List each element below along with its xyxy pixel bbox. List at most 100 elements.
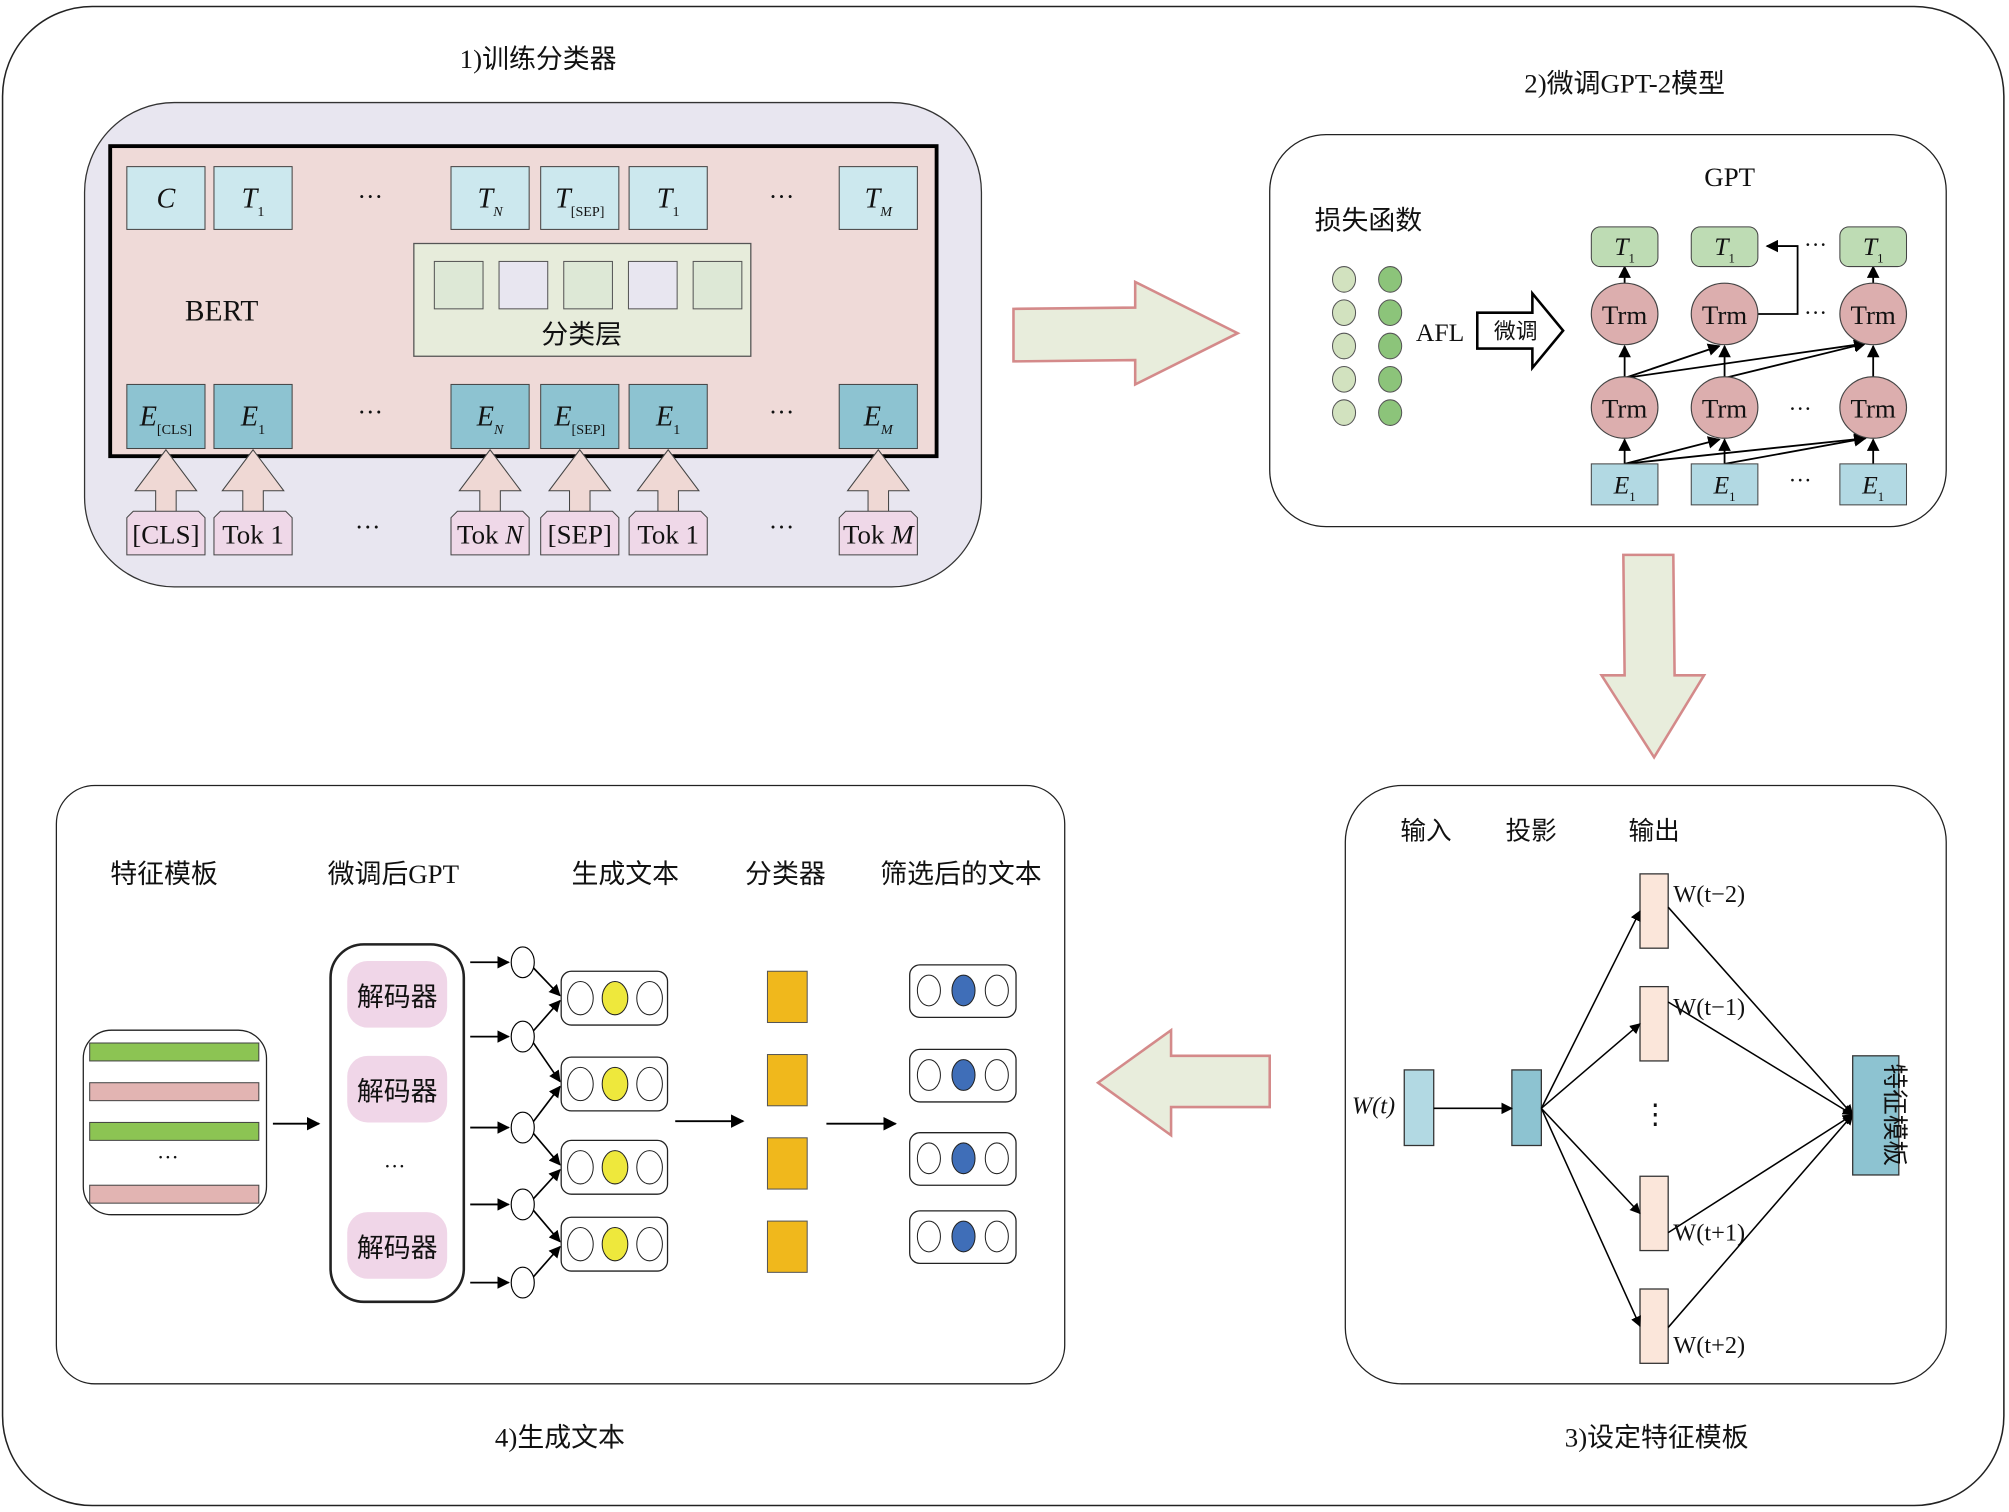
embedding-box bbox=[450, 383, 530, 450]
attention-edge bbox=[1724, 434, 1867, 465]
loss-dot-light bbox=[1331, 266, 1357, 293]
template-bar-green-2 bbox=[89, 1121, 260, 1141]
generated-text-network bbox=[470, 946, 669, 1299]
gpt-input-embedding-label-main: E bbox=[1613, 470, 1630, 499]
gpt-input-embedding-label-subscript: 1 bbox=[1729, 490, 1735, 504]
generated-token-highlight bbox=[601, 1226, 629, 1262]
embedding-label: E1 bbox=[240, 401, 265, 437]
context-output-vector bbox=[1639, 1288, 1669, 1364]
token-to-text-edge bbox=[531, 999, 561, 1034]
filtered-token bbox=[984, 974, 1009, 1007]
transformer-node bbox=[1690, 376, 1759, 439]
finetune-label: 微调 bbox=[1494, 319, 1538, 343]
context-output-label: W(t+2) bbox=[1673, 1332, 1745, 1359]
column-header: 微调后GPT bbox=[328, 859, 459, 889]
loss-dots bbox=[1331, 266, 1403, 426]
gpt-ellipsis: ··· bbox=[1789, 467, 1812, 493]
generated-token bbox=[636, 1066, 663, 1102]
output-token-label-subscript: N bbox=[492, 204, 504, 220]
flow-arrow-down bbox=[1599, 553, 1707, 760]
column-header: 特征模板 bbox=[110, 859, 218, 889]
embedding-box bbox=[838, 383, 918, 450]
projection-to-output-edge bbox=[1540, 1108, 1641, 1328]
input-token-label: Tok 1 bbox=[222, 519, 284, 549]
projection-to-output-edge bbox=[1540, 1023, 1641, 1109]
input-token-box bbox=[450, 510, 530, 556]
filtered-token-highlight bbox=[951, 1059, 976, 1091]
output-vertical-ellipsis: ⋮ bbox=[1641, 1100, 1669, 1131]
transformer-node bbox=[1839, 282, 1908, 346]
output-to-template-edge bbox=[1667, 1114, 1854, 1234]
context-output-vector bbox=[1639, 985, 1669, 1062]
embedding-box bbox=[540, 383, 620, 450]
context-output-label: W(t−1) bbox=[1673, 994, 1745, 1021]
embedding-label-main: E bbox=[476, 401, 494, 432]
output-token-box bbox=[838, 166, 918, 230]
sampled-token-node bbox=[510, 1188, 535, 1221]
classifier-unit bbox=[563, 260, 613, 310]
embedding-label: E1 bbox=[655, 401, 680, 437]
filtered-texts bbox=[909, 964, 1017, 1265]
gpt-label: GPT bbox=[1704, 162, 1755, 192]
token-to-text-edge bbox=[531, 1039, 561, 1083]
generated-token bbox=[636, 1150, 663, 1185]
gpt-input-embedding-box bbox=[1590, 463, 1659, 506]
generated-token bbox=[636, 1226, 663, 1262]
classifier-score-block bbox=[766, 1054, 808, 1107]
output-token-label: T1 bbox=[657, 184, 680, 220]
embedding-label: EM bbox=[863, 401, 894, 437]
embedding-label-main: E bbox=[863, 401, 881, 432]
input-token-box bbox=[540, 510, 620, 556]
gpt-output-token-label: T1 bbox=[1714, 232, 1735, 266]
generated-token-highlight bbox=[601, 1066, 629, 1102]
col-input-label: 输入 bbox=[1400, 816, 1451, 845]
gpt-ellipsis: ··· bbox=[1804, 299, 1827, 325]
output-token-label-main: T bbox=[478, 184, 496, 215]
token-row-ellipsis-1: ··· bbox=[355, 513, 381, 542]
gpt-output-token-label-main: T bbox=[1714, 232, 1730, 261]
output-token-box bbox=[450, 166, 530, 230]
transformer-node bbox=[1839, 376, 1908, 439]
input-token-label: Tok 1 bbox=[637, 519, 699, 549]
bert-label: BERT bbox=[185, 295, 259, 327]
filtered-token bbox=[916, 1059, 941, 1091]
gpt-output-token-label-main: T bbox=[1863, 232, 1879, 261]
gpt-input-embedding-box bbox=[1690, 463, 1759, 506]
input-word-label: W(t) bbox=[1352, 1092, 1395, 1119]
classifier-outputs bbox=[766, 970, 808, 1273]
filtered-token bbox=[984, 1142, 1009, 1175]
gpt-input-embedding-label-subscript: 1 bbox=[1878, 490, 1884, 504]
sampled-token-node bbox=[510, 1020, 535, 1053]
embedding-label-subscript: 1 bbox=[258, 422, 265, 438]
input-token-text: Tok 1 bbox=[222, 519, 284, 549]
output-to-template-edge bbox=[1667, 1001, 1854, 1116]
generated-token bbox=[567, 1226, 594, 1262]
context-output-vector bbox=[1639, 1175, 1669, 1252]
gpt-output-token-label-main: T bbox=[1614, 232, 1630, 261]
input-token-text: Tok bbox=[843, 519, 891, 549]
loss-dot-light bbox=[1331, 399, 1357, 426]
filtered-token-highlight bbox=[951, 974, 976, 1007]
token-to-text-edge bbox=[531, 965, 561, 997]
input-token-text: [CLS] bbox=[132, 519, 199, 549]
embedding-box bbox=[628, 383, 708, 450]
gpt-output-token-label: T1 bbox=[1863, 232, 1884, 266]
loss-dot-dark bbox=[1378, 365, 1403, 393]
generated-token bbox=[567, 1150, 594, 1185]
decoder-label: 解码器 bbox=[357, 1233, 438, 1263]
decoder-label: 解码器 bbox=[357, 982, 438, 1012]
filtered-token bbox=[984, 1220, 1009, 1253]
embedding-label-subscript: [SEP] bbox=[572, 422, 606, 438]
template-bar-green-1 bbox=[89, 1042, 260, 1062]
decoder-label: 解码器 bbox=[357, 1077, 438, 1107]
embedding-label-subscript: M bbox=[880, 422, 894, 438]
filtered-token bbox=[916, 974, 941, 1007]
input-token-label: [SEP] bbox=[548, 519, 612, 549]
embedding-label-main: E bbox=[139, 401, 157, 432]
template-bar-pink-1 bbox=[89, 1082, 260, 1102]
sampled-token-node bbox=[510, 946, 535, 979]
